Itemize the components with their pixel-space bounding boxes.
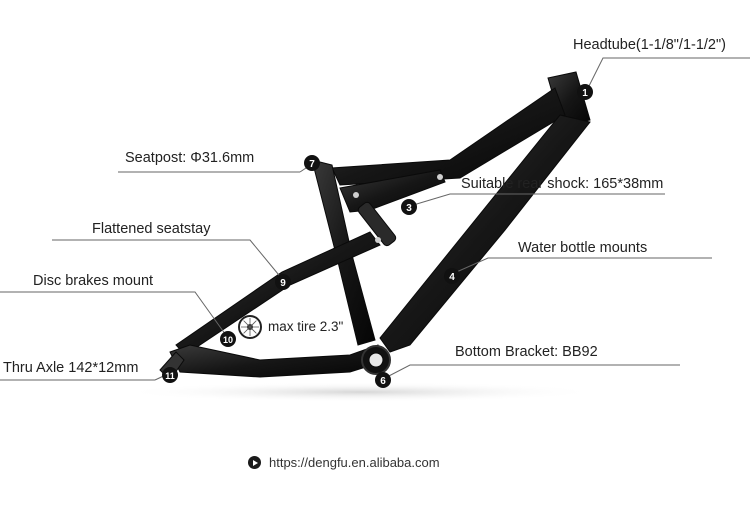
carbon-frame (159, 71, 591, 381)
marker-number-9: 9 (280, 278, 286, 289)
marker-number-11: 11 (165, 371, 175, 381)
footer-link[interactable]: https://dengfu.en.alibaba.com (248, 455, 440, 470)
seatpost-label: Seatpost: Φ31.6mm (125, 150, 255, 166)
marker-number-4: 4 (449, 272, 455, 283)
footer-url[interactable]: https://dengfu.en.alibaba.com (269, 455, 440, 470)
seatstay-label: Flattened seatstay (92, 221, 211, 237)
marker-11 (162, 367, 178, 383)
thru-axle-label: Thru Axle 142*12mm (3, 360, 139, 376)
marker-10 (220, 331, 236, 347)
marker-1 (577, 84, 593, 100)
marker-number-10: 10 (223, 335, 233, 345)
headtube-label: Headtube(1-1/8"/1-1/2") (573, 37, 726, 53)
tire-icon (238, 315, 262, 339)
marker-number-3: 3 (406, 203, 412, 214)
play-icon (248, 456, 261, 469)
marker-number-6: 6 (380, 376, 386, 387)
marker-9 (275, 274, 291, 290)
marker-4 (444, 268, 460, 284)
leader-lines (0, 57, 750, 381)
max-tire-label: max tire 2.3" (268, 319, 344, 334)
disc-brakes-label: Disc brakes mount (33, 273, 154, 289)
marker-number-7: 7 (309, 159, 315, 170)
bottom-bracket-label: Bottom Bracket: BB92 (455, 344, 598, 360)
marker-number-1: 1 (582, 88, 588, 99)
rear-shock-label: Suitable rear shock: 165*38mm (461, 176, 664, 192)
water-bottle-label: Water bottle mounts (518, 240, 648, 256)
frame-shadow (120, 382, 600, 402)
marker-6 (375, 372, 391, 388)
marker-7 (304, 155, 320, 171)
marker-3 (401, 199, 417, 215)
